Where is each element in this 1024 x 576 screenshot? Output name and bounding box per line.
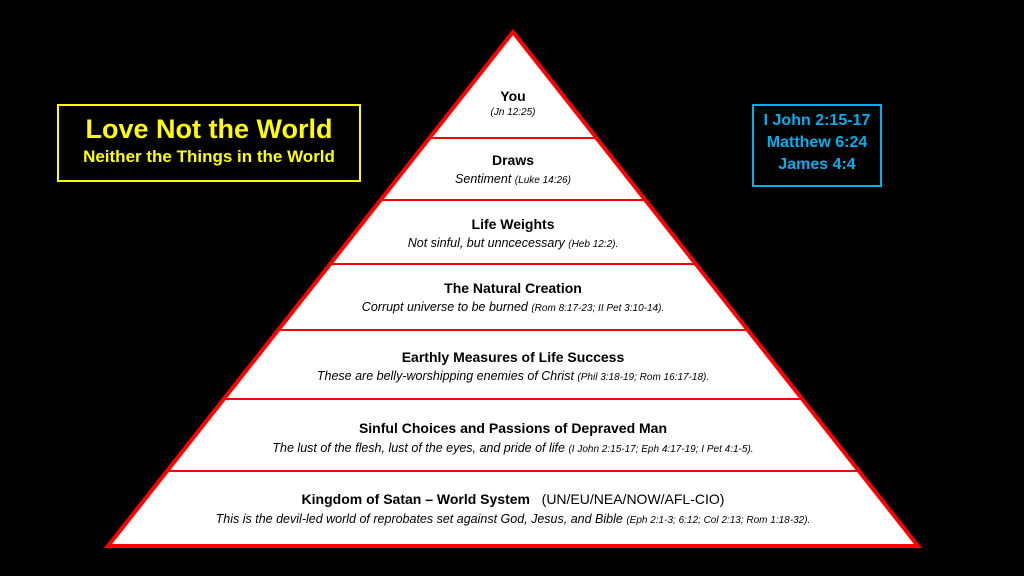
scripture-references-box: I John 2:15-17 Matthew 6:24 James 4:4 <box>752 104 882 187</box>
level-title: You <box>500 88 526 104</box>
level-title: Kingdom of Satan – World System <box>301 491 530 507</box>
level-ref: (Rom 8:17-23; II Pet 3:10-14). <box>531 303 665 314</box>
level-subtitle: The lust of the flesh, lust of the eyes,… <box>272 441 569 455</box>
level-subtitle: Sentiment <box>455 172 515 186</box>
level-title: The Natural Creation <box>444 280 582 296</box>
level-subtitle: This is the devil-led world of reprobate… <box>215 512 627 526</box>
reference: I John 2:15-17 <box>763 112 871 129</box>
level-ref: (Phil 3:18-19; Rom 16:17-18). <box>577 372 710 383</box>
pyramid-outline <box>103 28 923 548</box>
reference: Matthew 6:24 <box>766 134 868 151</box>
level-title: Life Weights <box>471 216 555 232</box>
level-ref: (Eph 2:1-3; 6:12; Col 2:13; Rom 1:18-32)… <box>626 515 811 526</box>
title-box: Love Not the World Neither the Things in… <box>57 104 361 182</box>
level-ref: (Heb 12:2). <box>568 239 619 250</box>
level-title: Earthly Measures of Life Success <box>401 349 625 365</box>
reference: James 4:4 <box>778 156 856 173</box>
level-title: Sinful Choices and Passions of Depraved … <box>358 420 668 436</box>
level-title: Draws <box>491 152 535 168</box>
level-ref: (Jn 12:25) <box>490 107 536 118</box>
level-ref: (Luke 14:26) <box>514 175 571 186</box>
level-ref: (I John 2:15-17; Eph 4:17-19; I Pet 4:1-… <box>568 444 754 455</box>
level-subtitle: Not sinful, but unncecessary <box>407 236 569 250</box>
main-title: Love Not the World <box>85 114 333 144</box>
subtitle: Neither the Things in the World <box>83 147 335 166</box>
level-subtitle: These are belly-worshipping enemies of C… <box>316 369 578 383</box>
level-extra: (UN/EU/NEA/NOW/AFL-CIO) <box>541 491 725 507</box>
level-subtitle: Corrupt universe to be burned <box>361 300 532 314</box>
